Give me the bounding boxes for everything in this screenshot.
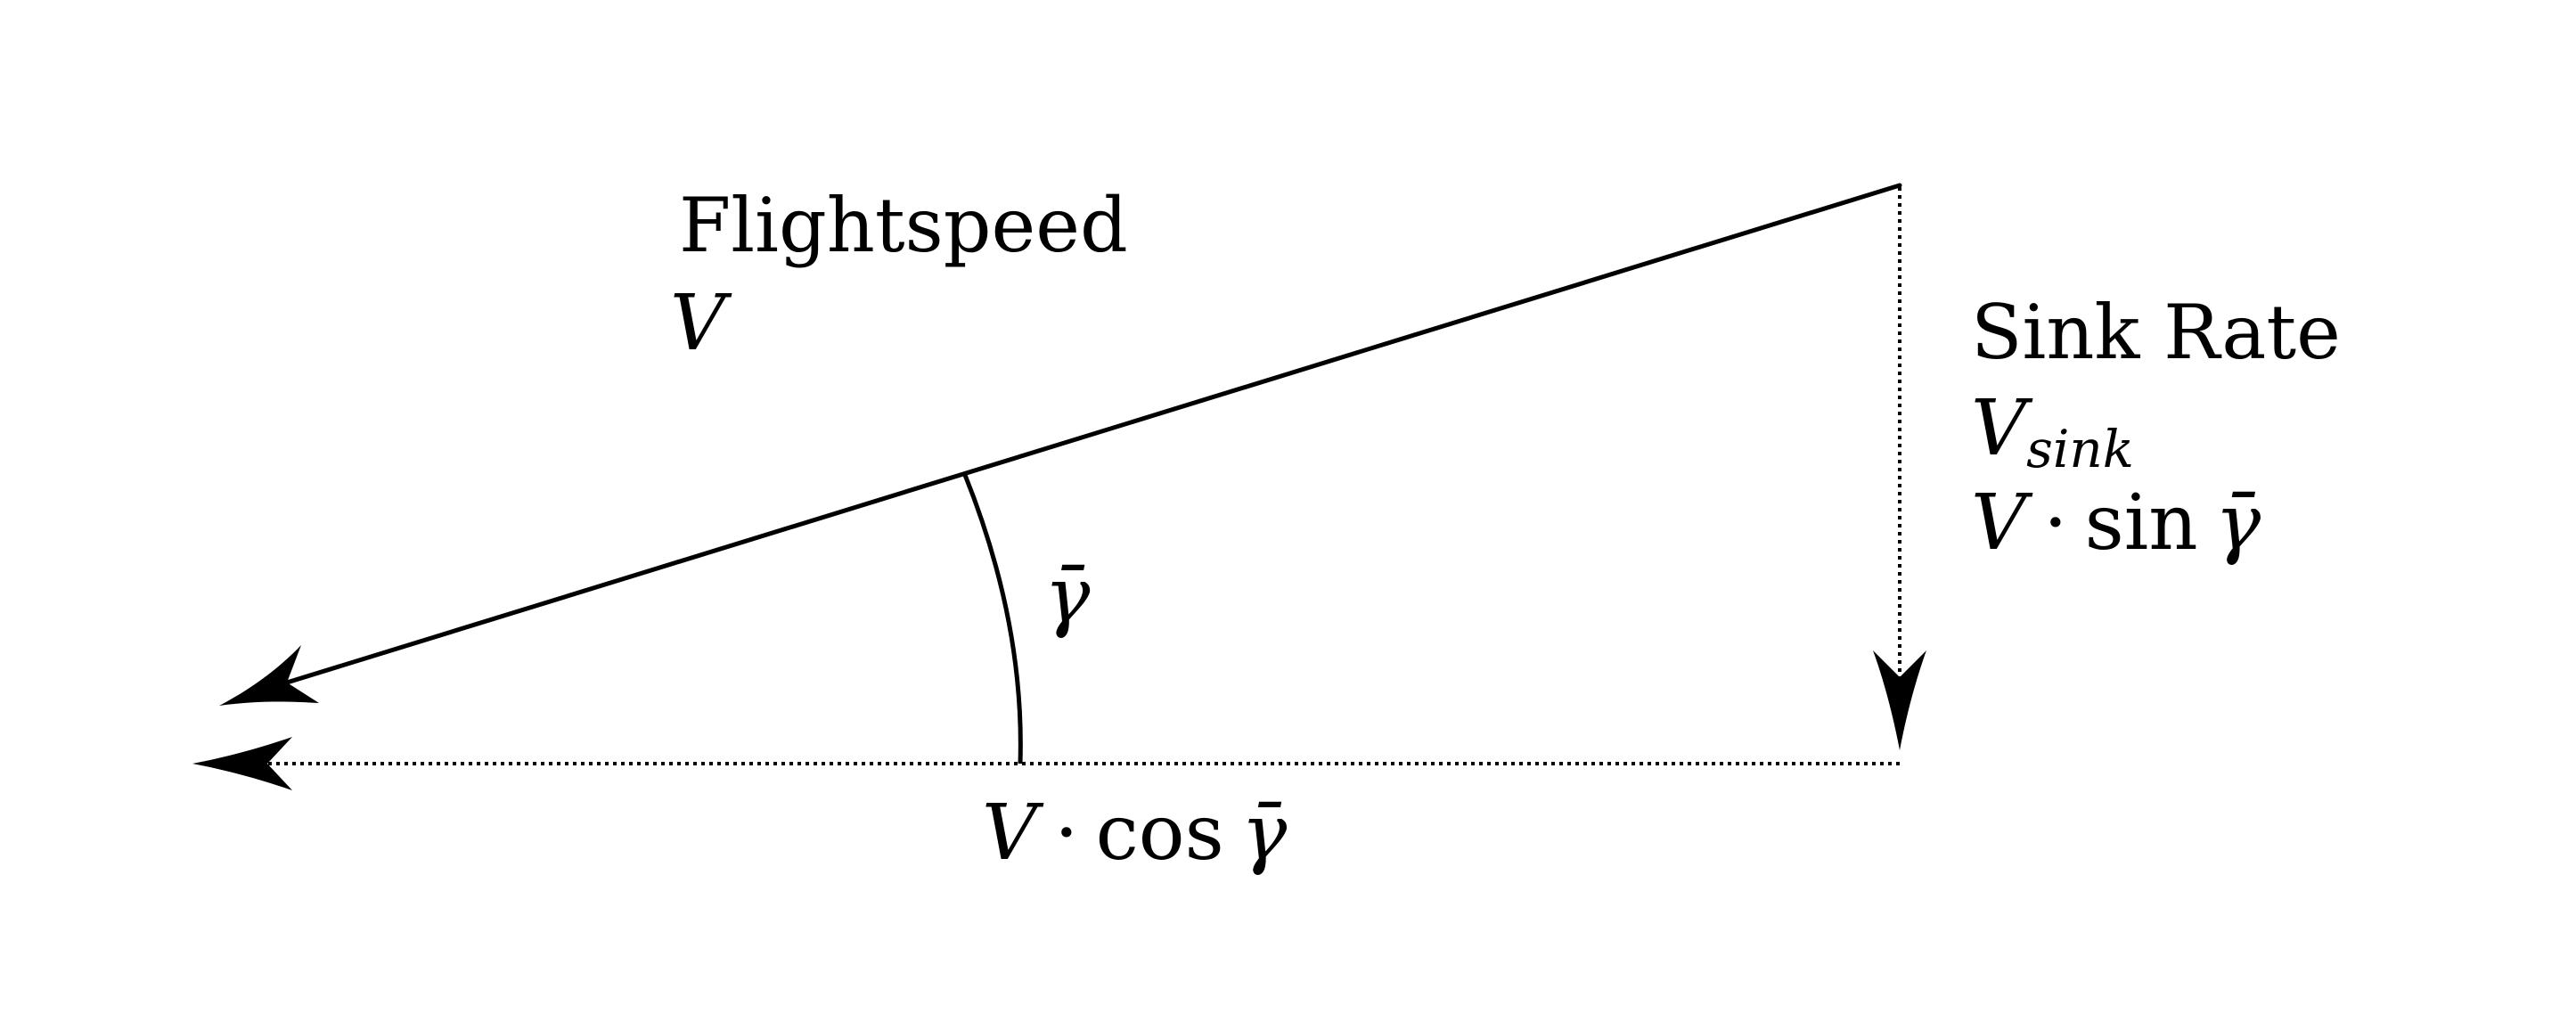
sink-rate-symbol-base: V <box>1971 384 2033 473</box>
horizontal-expr-dot: · <box>1054 789 1078 878</box>
horizontal-expr-fn: cos <box>1096 789 1224 878</box>
flightspeed-vector-line <box>284 183 1902 685</box>
sink-rate-expr-v: V <box>1971 478 2033 568</box>
sink-rate-symbol: Vsink <box>1971 384 2134 479</box>
sink-rate-title: Sink Rate <box>1971 289 2341 376</box>
sink-rate-arrowhead <box>1873 650 1926 750</box>
sink-rate-expr-angle: γ̄ <box>2215 478 2261 568</box>
flightspeed-symbol: V <box>670 279 732 368</box>
angle-arc <box>962 474 1023 765</box>
horizontal-component-arrowhead <box>192 737 292 790</box>
flightspeed-arrowhead <box>219 645 319 706</box>
horizontal-expr-v: V <box>982 789 1044 878</box>
angle-symbol: γ̄ <box>1044 552 1091 641</box>
flightspeed-title: Flightspeed <box>679 182 1128 269</box>
sink-rate-expr-fn: sin <box>2085 478 2198 568</box>
sink-rate-symbol-subscript: sink <box>2026 419 2134 479</box>
horizontal-expression: V · cos γ̄ <box>982 789 1288 878</box>
sink-rate-expr-dot: · <box>2043 478 2067 568</box>
horizontal-expr-angle: γ̄ <box>1241 789 1288 878</box>
sink-rate-expression: V · sin γ̄ <box>1971 478 2261 568</box>
